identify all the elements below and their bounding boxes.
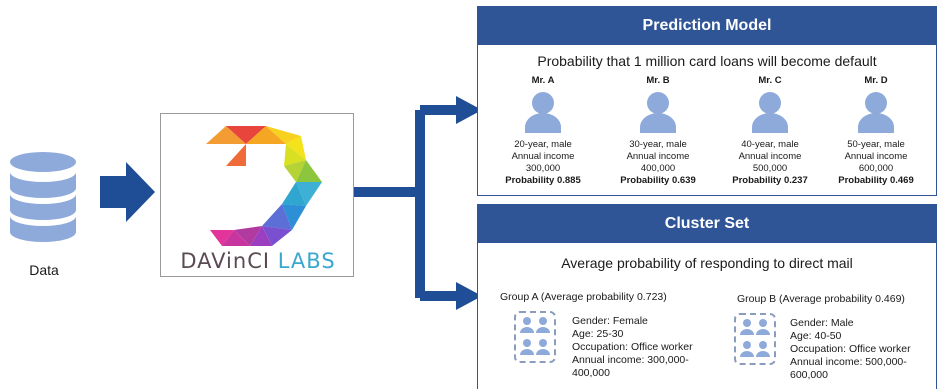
person-icon — [525, 92, 561, 133]
group-occupation: Occupation: Office worker — [572, 341, 693, 353]
person-card: Mr. A 20-year, male Annual income 300,00… — [488, 75, 598, 187]
group-gender: Gender: Female — [572, 315, 648, 327]
person-probability: Probability 0.639 — [620, 175, 696, 186]
cluster-set-panel: Cluster Set Average probability of respo… — [477, 204, 937, 389]
group-age: Age: 25-30 — [572, 328, 624, 340]
group-a-title: Group A (Average probability 0.723) — [500, 291, 667, 303]
person-name: Mr. C — [758, 75, 782, 86]
arrow-right-icon — [100, 162, 155, 222]
branch-connector — [354, 96, 482, 310]
prediction-subtitle: Probability that 1 million card loans wi… — [537, 53, 877, 69]
group-income: Annual income: 500,000- — [790, 356, 907, 368]
logo-mark-icon — [206, 126, 322, 246]
person-age: 20-year, male — [514, 139, 572, 150]
person-icon — [640, 92, 676, 133]
person-income: 500,000 — [752, 163, 788, 174]
group-income-cont: 600,000 — [790, 369, 828, 381]
group-income: Annual income: 300,000- — [572, 354, 689, 366]
person-name: Mr. D — [864, 75, 888, 86]
person-income: 600,000 — [858, 163, 894, 174]
person-name: Mr. B — [646, 75, 670, 86]
group-people-icon — [514, 311, 556, 363]
prediction-model-panel: Prediction Model Probability that 1 mill… — [477, 6, 937, 196]
person-income-label: Annual income — [844, 151, 908, 162]
person-probability: Probability 0.885 — [505, 175, 581, 186]
data-label: Data — [29, 262, 59, 278]
group-occupation: Occupation: Office worker — [790, 343, 911, 355]
group-a-info: Gender: Female Age: 25-30 Occupation: Of… — [572, 315, 693, 380]
person-icon — [858, 92, 894, 133]
person-name: Mr. A — [531, 75, 555, 86]
person-probability: Probability 0.469 — [838, 175, 914, 186]
group-people-icon — [734, 313, 776, 365]
person-card: Mr. B 30-year, male Annual income 400,00… — [603, 75, 713, 187]
person-age: 30-year, male — [629, 139, 687, 150]
person-age: 40-year, male — [741, 139, 799, 150]
person-probability: Probability 0.237 — [732, 175, 808, 186]
group-age: Age: 40-50 — [790, 330, 842, 342]
logo-text-labs: LABS — [277, 249, 336, 273]
person-income: 300,000 — [525, 163, 561, 174]
person-icon — [752, 92, 788, 133]
group-income-cont: 400,000 — [572, 367, 610, 379]
person-card: Mr. C 40-year, male Annual income 500,00… — [715, 75, 825, 187]
prediction-header: Prediction Model — [478, 7, 936, 45]
cluster-header: Cluster Set — [478, 205, 936, 243]
person-card: Mr. D 50-year, male Annual income 600,00… — [821, 75, 931, 187]
person-income: 400,000 — [640, 163, 676, 174]
person-income-label: Annual income — [511, 151, 575, 162]
person-income-label: Annual income — [626, 151, 690, 162]
cluster-subtitle: Average probability of responding to dir… — [561, 255, 853, 271]
person-income-label: Annual income — [738, 151, 802, 162]
group-b-info: Gender: Male Age: 40-50 Occupation: Offi… — [790, 317, 911, 382]
person-age: 50-year, male — [847, 139, 905, 150]
group-gender: Gender: Male — [790, 317, 854, 329]
davinci-labs-logo: DAVinCI LABS — [160, 113, 354, 277]
logo-text-main: DAVinCI — [180, 249, 278, 273]
group-b-title: Group B (Average probability 0.469) — [737, 293, 905, 305]
database-icon — [10, 152, 76, 242]
